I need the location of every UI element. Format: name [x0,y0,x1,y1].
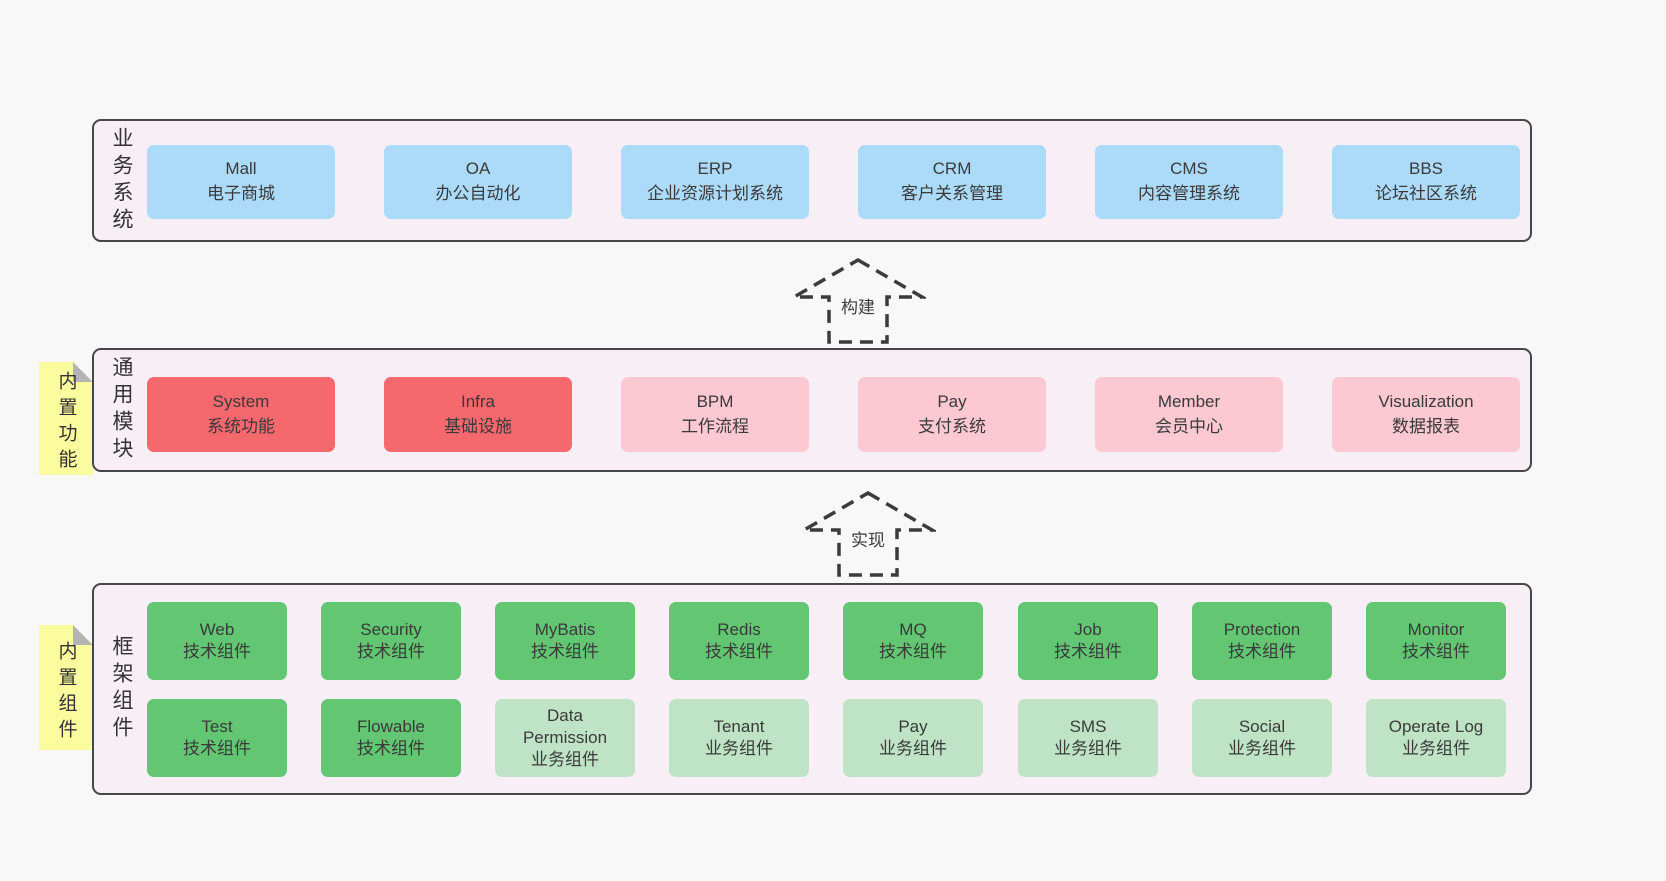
box-name: Tenant [713,716,765,736]
box-desc: 业务组件 [705,739,773,758]
box-name: Protection [1223,619,1301,639]
box-name: Social [1238,716,1286,736]
box-desc: 技术组件 [183,642,251,661]
box-desc: 电子商城 [207,184,275,203]
box-desc: 技术组件 [1402,642,1470,661]
common-modules-layer: 通用模块 System 系统功能 Infra 基础设施 BPM 工作流程 Pay… [92,348,1532,472]
box-name: Member [1157,391,1221,411]
box-desc: 技术组件 [357,642,425,661]
business-layer-label: 业务系统 [110,126,133,235]
box-pay: Pay 支付系统 [858,377,1046,452]
box-bpm: BPM 工作流程 [621,377,809,452]
box-name: System [212,391,270,411]
build-arrow-label: 构建 [838,292,878,319]
box-name: Redis [717,619,761,639]
box-security: Security 技术组件 [321,602,461,680]
implement-arrow: 实现 [800,489,936,579]
box-desc: 客户关系管理 [901,184,1003,203]
box-name: Operate Log [1388,716,1484,736]
business-systems-layer: 业务系统 Mall 电子商城 OA 办公自动化 ERP 企业资源计划系统 CRM… [92,119,1532,242]
box-name: Pay [898,716,928,736]
box-desc: 基础设施 [444,416,512,436]
box-tenant: Tenant 业务组件 [669,699,809,777]
box-name: Test [201,716,233,736]
box-desc: 数据报表 [1392,416,1460,436]
box-desc: 业务组件 [531,750,599,770]
box-name: Flowable [356,716,426,736]
box-visualization: Visualization 数据报表 [1332,377,1520,452]
box-erp: ERP 企业资源计划系统 [621,145,809,219]
box-flowable: Flowable 技术组件 [321,699,461,777]
box-monitor: Monitor 技术组件 [1366,602,1506,680]
box-redis: Redis 技术组件 [669,602,809,680]
box-desc: 会员中心 [1155,416,1223,436]
box-desc: 支付系统 [918,416,986,436]
sticky-note-label: 内置组件 [55,640,77,745]
box-name: Infra [460,391,496,411]
box-desc: 技术组件 [183,739,251,758]
box-crm: CRM 客户关系管理 [858,145,1046,219]
box-data-permission: Data Permission 业务组件 [495,699,635,777]
box-web: Web 技术组件 [147,602,287,680]
builtin-components-sticky-note: 内置组件 [39,625,93,750]
box-desc: 技术组件 [1228,642,1296,661]
box-desc: 业务组件 [1054,739,1122,758]
box-desc: 业务组件 [1402,739,1470,758]
box-social: Social 业务组件 [1192,699,1332,777]
box-name: CMS [1170,159,1208,179]
box-name: CRM [932,159,972,179]
box-sms: SMS 业务组件 [1018,699,1158,777]
box-name: Visualization [1378,391,1474,411]
box-desc: 技术组件 [1054,642,1122,661]
builtin-features-sticky-note: 内置功能 [39,362,93,475]
box-name: Data Permission [522,705,608,747]
build-arrow: 构建 [790,256,926,346]
box-mybatis: MyBatis 技术组件 [495,602,635,680]
box-name: MQ [899,619,927,639]
box-desc: 系统功能 [207,416,275,436]
box-name: ERP [697,159,733,179]
box-desc: 业务组件 [879,739,947,758]
box-desc: 内容管理系统 [1138,184,1240,203]
box-desc: 技术组件 [531,642,599,661]
box-desc: 论坛社区系统 [1375,184,1477,203]
box-name: MyBatis [534,619,596,639]
box-infra: Infra 基础设施 [384,377,572,452]
box-mq: MQ 技术组件 [843,602,983,680]
box-oa: OA 办公自动化 [384,145,572,219]
box-pay-biz: Pay 业务组件 [843,699,983,777]
box-name: Monitor [1407,619,1465,639]
box-desc: 企业资源计划系统 [647,184,783,203]
box-name: BBS [1408,159,1444,179]
box-job: Job 技术组件 [1018,602,1158,680]
box-operate-log: Operate Log 业务组件 [1366,699,1506,777]
framework-components-layer: 框架组件 Web 技术组件 Security 技术组件 MyBatis 技术组件… [92,583,1532,795]
box-name: Pay [937,391,967,411]
box-name: Job [1074,619,1102,639]
box-name: SMS [1069,716,1107,736]
box-desc: 技术组件 [879,642,947,661]
framework-layer-label: 框架组件 [110,635,133,743]
sticky-note-label: 内置功能 [55,371,77,476]
box-desc: 业务组件 [1228,739,1296,758]
box-name: BPM [696,391,734,411]
box-desc: 工作流程 [681,416,749,436]
box-system: System 系统功能 [147,377,335,452]
box-desc: 办公自动化 [435,184,521,203]
box-member: Member 会员中心 [1095,377,1283,452]
box-protection: Protection 技术组件 [1192,602,1332,680]
box-name: Security [360,619,422,639]
box-desc: 技术组件 [705,642,773,661]
box-name: Mall [225,159,257,179]
implement-arrow-label: 实现 [848,525,888,552]
box-bbs: BBS 论坛社区系统 [1332,145,1520,219]
box-test: Test 技术组件 [147,699,287,777]
box-name: Web [199,619,235,639]
box-desc: 技术组件 [357,739,425,758]
common-layer-label: 通用模块 [110,356,133,464]
box-name: OA [465,159,491,179]
box-cms: CMS 内容管理系统 [1095,145,1283,219]
box-mall: Mall 电子商城 [147,145,335,219]
